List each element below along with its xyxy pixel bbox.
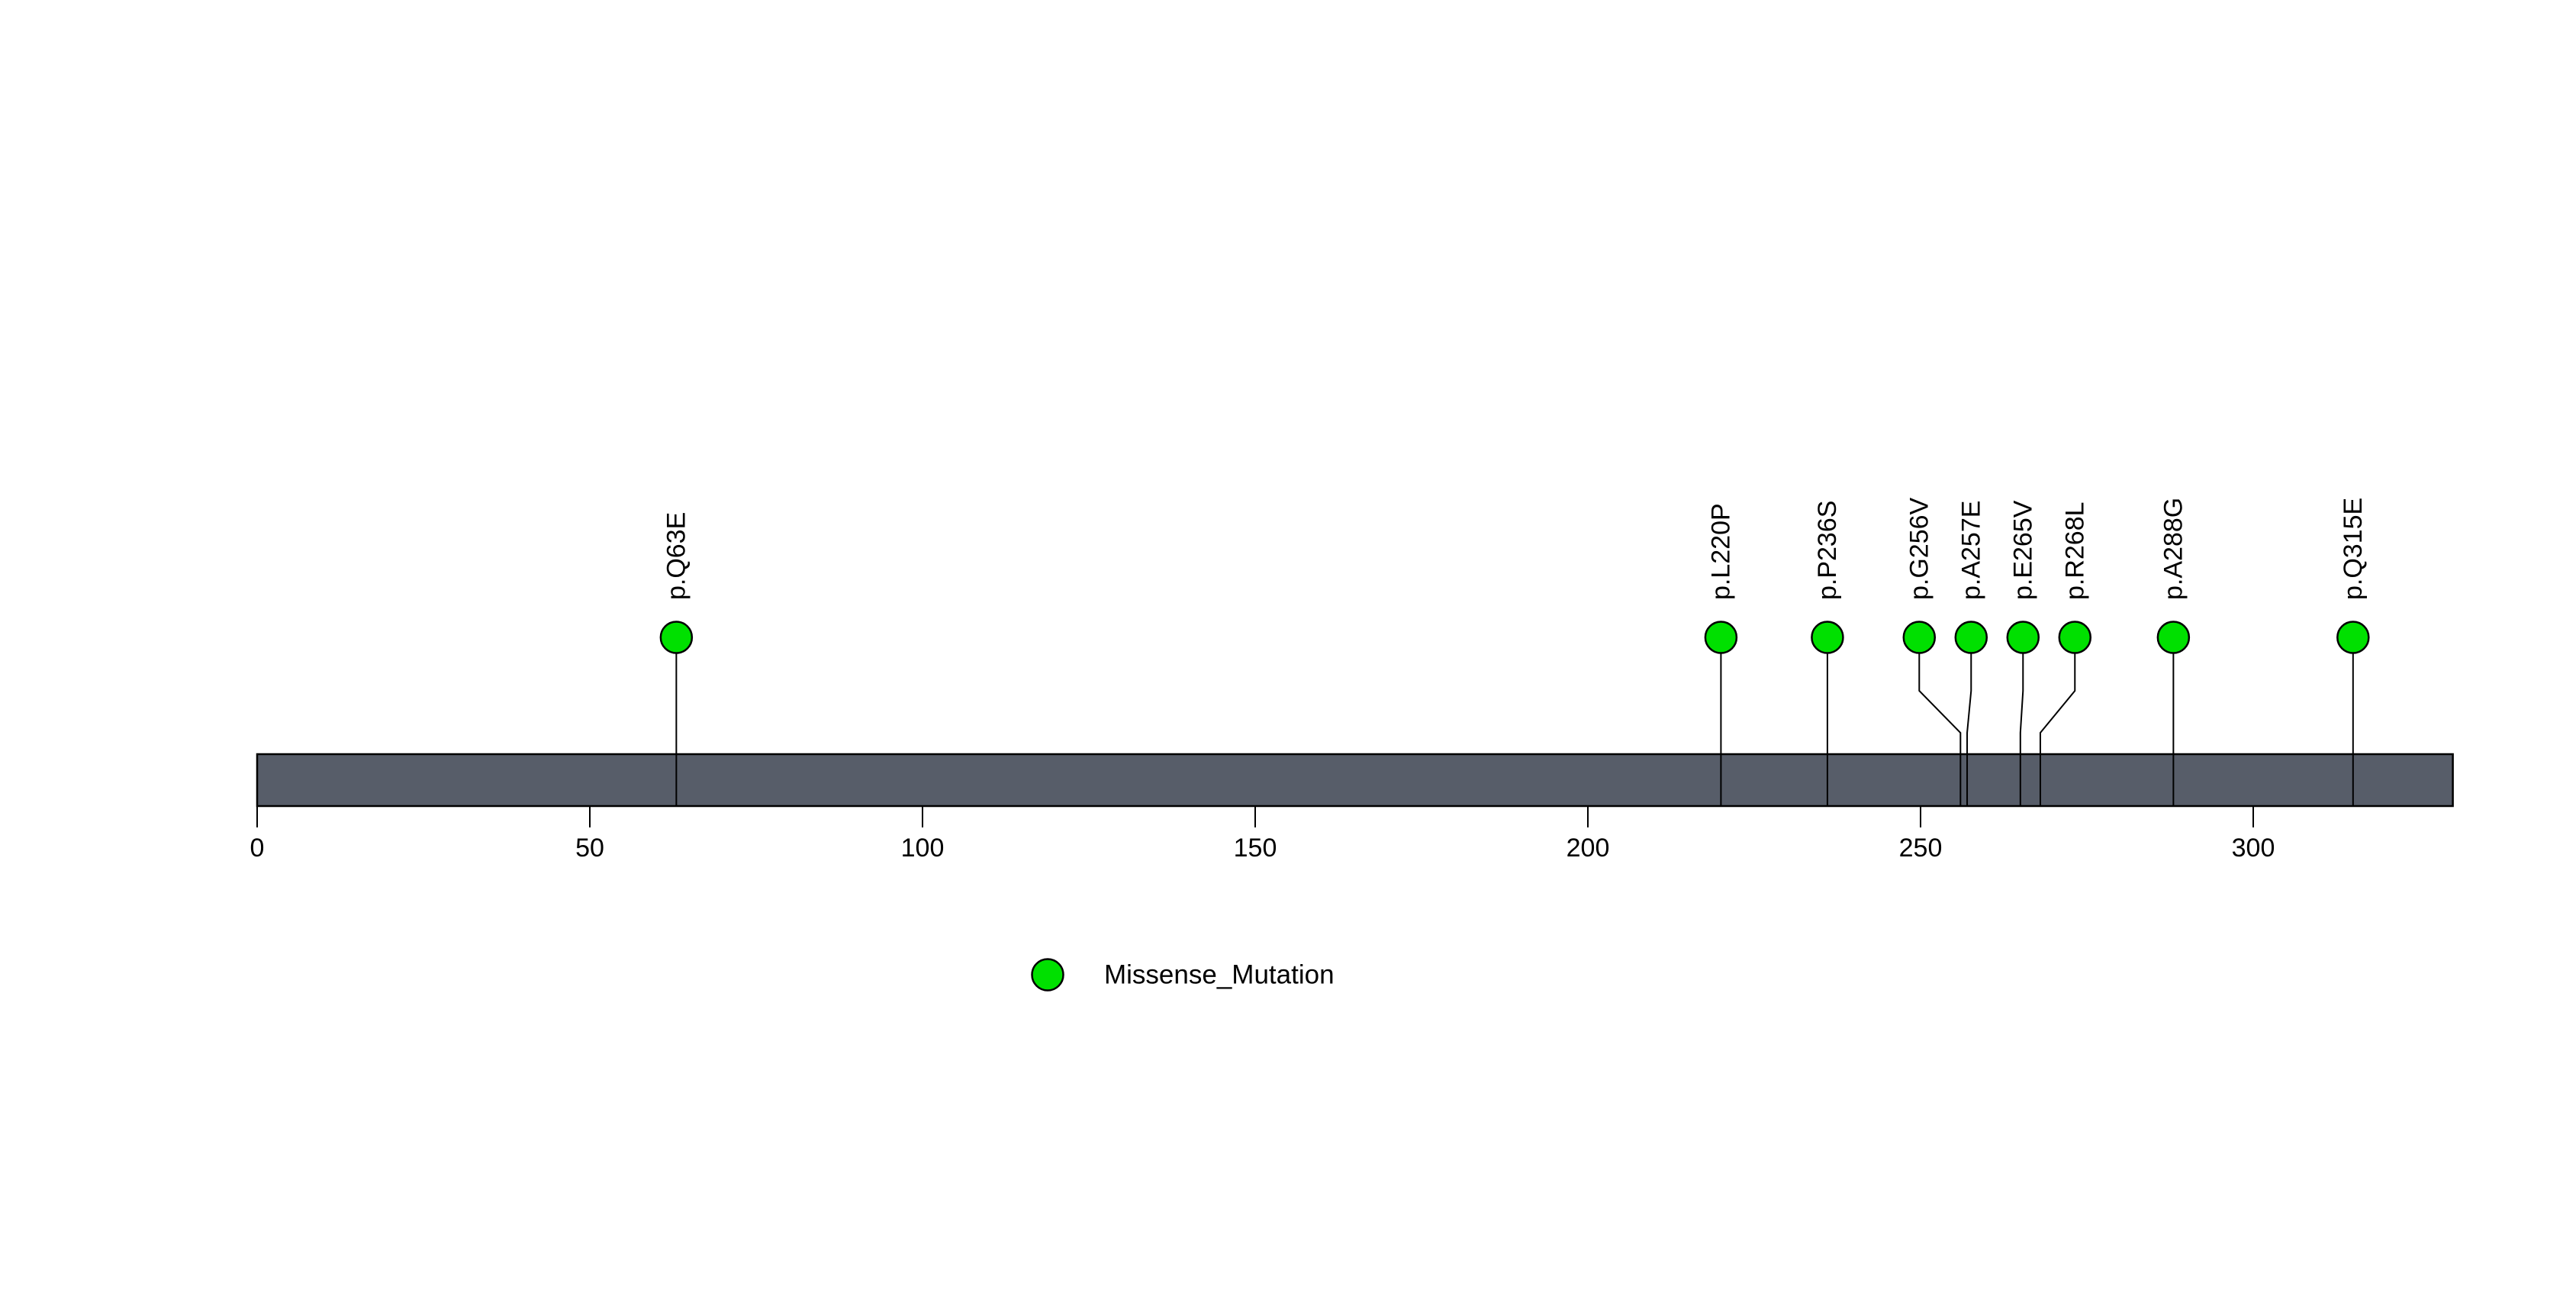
mutation-circle [1704, 621, 1738, 654]
mutation-circle [2006, 621, 2040, 654]
x-axis-tick-label: 250 [1899, 834, 1943, 863]
mutation-label: p.E265V [2008, 500, 2037, 600]
mutation-circle [2156, 621, 2191, 654]
lollipop-stem [2039, 651, 2076, 806]
mutation-label: p.R268L [2060, 501, 2089, 600]
x-axis-tick-label: 200 [1567, 834, 1610, 863]
mutation-label: p.A257E [1956, 501, 1985, 600]
mutation-label: p.Q63E [662, 512, 691, 600]
legend-label-missense: Missense_Mutation [1104, 960, 1335, 990]
mutation-label: p.G256V [1905, 497, 1934, 600]
x-axis-tick-label: 0 [250, 834, 265, 863]
mutation-label: p.A288G [2159, 498, 2188, 600]
lollipop-stem [1918, 651, 1962, 806]
protein-backbone [256, 753, 2454, 808]
x-axis-tick-label: 50 [575, 834, 604, 863]
lollipop-stem [1966, 651, 1972, 806]
mutation-label: p.P236S [1813, 501, 1842, 600]
mutation-circle [1954, 621, 1988, 654]
mutation-circle [1811, 621, 1844, 654]
mutation-circle [2058, 621, 2092, 654]
mutation-label: p.L220P [1706, 503, 1735, 600]
x-axis-tick-label: 150 [1234, 834, 1277, 863]
mutation-circle [659, 621, 694, 654]
x-axis-tick-label: 100 [901, 834, 945, 863]
mutation-circle [1902, 621, 1937, 654]
mutation-label: p.Q315E [2339, 498, 2368, 600]
lollipop-stem [2019, 651, 2024, 806]
x-axis-tick-label: 300 [2232, 834, 2275, 863]
legend-swatch-missense [1031, 958, 1064, 992]
mutation-circle [2336, 621, 2370, 654]
